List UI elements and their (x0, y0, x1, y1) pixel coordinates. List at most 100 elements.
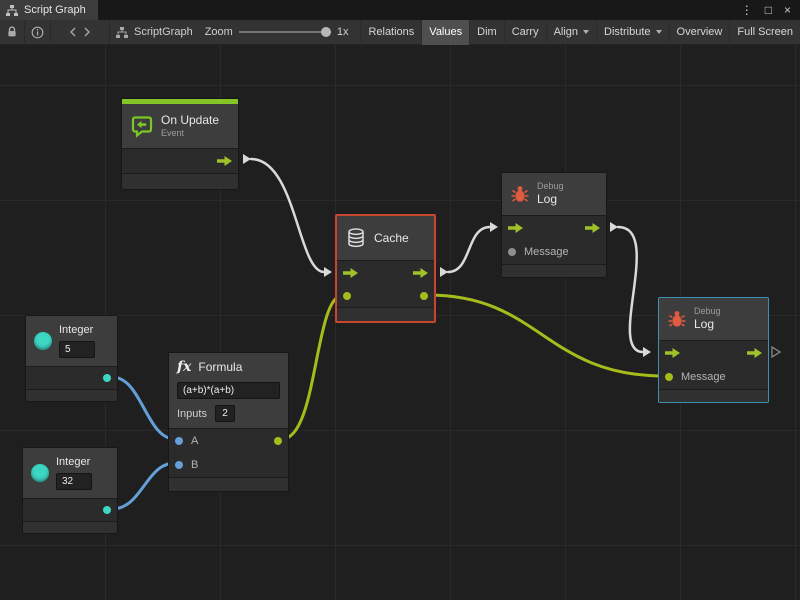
dropdown-arrow-icon (656, 30, 662, 34)
wire-cache-to-message[interactable] (428, 295, 664, 376)
zoom-slider[interactable] (239, 25, 331, 39)
formula-expression-field[interactable]: (a+b)*(a+b) (177, 382, 280, 399)
kebab-menu-icon[interactable]: ⋮ (741, 4, 753, 16)
relations-button[interactable]: Relations (360, 20, 421, 45)
node-kind: Debug (694, 306, 721, 317)
value-output-port[interactable] (103, 374, 111, 382)
zoom-control: Zoom 1x (199, 25, 355, 39)
inputs-count-field[interactable]: 2 (215, 405, 235, 422)
input-port-b[interactable] (175, 461, 183, 469)
button-label: Align (554, 26, 578, 38)
port-area: Message (659, 340, 768, 389)
button-label: Overview (677, 26, 723, 38)
flow-output-port[interactable] (585, 223, 600, 233)
wire-cache-to-debug-top[interactable] (448, 227, 490, 272)
zoom-slider-track[interactable] (239, 31, 331, 33)
node-title: Formula (198, 360, 242, 374)
wire-integer5-to-formula-a[interactable] (112, 377, 175, 439)
flow-input-port[interactable] (343, 268, 358, 278)
port-row (26, 367, 117, 389)
node-header: Cache (337, 216, 434, 260)
node-footer (337, 307, 434, 321)
port-area (337, 260, 434, 307)
node-cache[interactable]: Cache (335, 214, 436, 323)
node-header: Integer 5 (26, 316, 117, 366)
node-integer-5[interactable]: Integer 5 (25, 315, 118, 402)
flow-input-port[interactable] (508, 223, 523, 233)
graph-name: ScriptGraph (134, 26, 193, 38)
integer-circle-icon (31, 464, 49, 482)
chevrons-button[interactable] (51, 20, 109, 45)
port-row: Message (659, 365, 768, 389)
node-formula[interactable]: fx Formula (a+b)*(a+b) Inputs 2 A (168, 352, 289, 492)
node-integer-32[interactable]: Integer 32 (22, 447, 118, 534)
flow-input-port[interactable] (665, 348, 680, 358)
zoom-slider-knob[interactable] (321, 27, 331, 37)
values-button[interactable]: Values (421, 20, 469, 45)
node-title: Cache (374, 231, 409, 245)
value-output-port[interactable] (420, 292, 428, 300)
graph-canvas[interactable]: On Update Event Ca (0, 45, 800, 600)
script-graph-icon (6, 5, 18, 16)
bug-icon (667, 309, 687, 329)
port-row (23, 499, 117, 521)
flow-output-port[interactable] (217, 156, 232, 166)
message-input-port[interactable] (508, 248, 516, 256)
value-input-port[interactable] (343, 292, 351, 300)
dim-button[interactable]: Dim (469, 20, 504, 45)
wire-formula-to-cache[interactable] (282, 295, 343, 439)
node-debug-log-bottom[interactable]: Debug Log Message (658, 297, 769, 403)
node-subtitle: Event (161, 128, 219, 139)
port-area: A B (169, 428, 288, 477)
input-port-a[interactable] (175, 437, 183, 445)
carry-button[interactable]: Carry (504, 20, 546, 45)
close-icon[interactable]: × (784, 4, 791, 16)
graph-breadcrumb[interactable]: ScriptGraph (110, 20, 199, 45)
button-label: Relations (368, 26, 414, 38)
integer-value-field[interactable]: 5 (59, 341, 95, 358)
bug-icon (510, 184, 530, 204)
align-dropdown[interactable]: Align (546, 20, 596, 45)
tab-script-graph[interactable]: Script Graph (0, 0, 98, 20)
node-on-update[interactable]: On Update Event (121, 98, 239, 190)
maximize-icon[interactable]: □ (765, 4, 772, 16)
fx-icon: fx (177, 359, 191, 375)
lock-button[interactable] (0, 20, 24, 45)
flow-output-port[interactable] (413, 268, 428, 278)
info-button[interactable] (25, 20, 50, 45)
wire-arrowhead (643, 347, 651, 357)
port-area: Message (502, 215, 606, 264)
wire-integer32-to-formula-b[interactable] (112, 463, 175, 509)
node-footer (659, 389, 768, 402)
node-footer (122, 173, 238, 189)
node-debug-log-top[interactable]: Debug Log Message (501, 172, 607, 278)
button-label: Carry (512, 26, 539, 38)
node-kind: Debug (537, 181, 564, 192)
port-area (122, 148, 238, 173)
wire-arrowhead (440, 267, 448, 277)
script-graph-icon (116, 27, 128, 38)
port-row (122, 149, 238, 173)
value-output-port[interactable] (103, 506, 111, 514)
node-footer (26, 389, 117, 401)
port-label: A (191, 435, 198, 447)
node-header: On Update Event (122, 104, 238, 148)
inputs-label: Inputs (177, 408, 207, 420)
flow-output-port[interactable] (747, 348, 762, 358)
wire-onupdate-to-cache[interactable] (251, 159, 324, 272)
titlebar: Script Graph ⋮ □ × (0, 0, 800, 20)
fullscreen-button[interactable]: Full Screen (729, 20, 800, 45)
result-output-port[interactable] (274, 437, 282, 445)
chevrons-icon (69, 27, 91, 37)
port-row (659, 341, 768, 365)
overview-button[interactable]: Overview (669, 20, 730, 45)
port-row: B (169, 453, 288, 477)
wire-debug-top-to-debug-bottom[interactable] (618, 227, 643, 352)
integer-value-field[interactable]: 32 (56, 473, 92, 490)
button-label: Dim (477, 26, 497, 38)
dropdown-arrow-icon (583, 30, 589, 34)
message-input-port[interactable] (665, 373, 673, 381)
port-label: Message (524, 246, 569, 258)
distribute-dropdown[interactable]: Distribute (596, 20, 668, 45)
